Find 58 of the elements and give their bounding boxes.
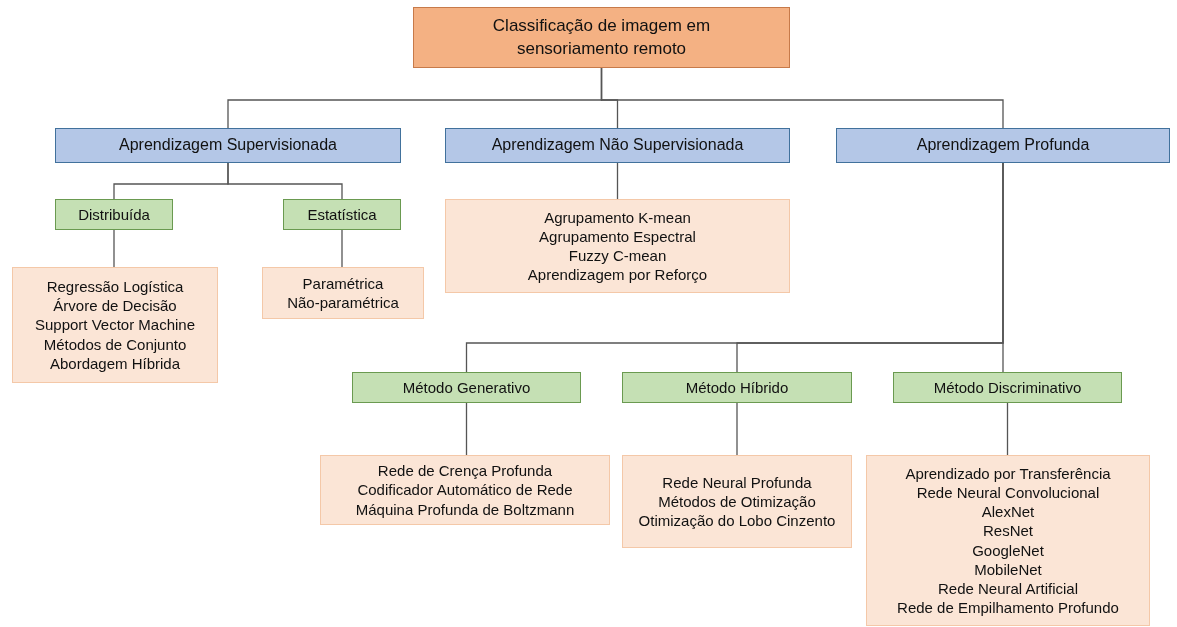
list-item: Máquina Profunda de Boltzmann (355, 499, 575, 519)
method-list-box (12, 267, 218, 383)
list-item: Abordagem Híbrida (49, 353, 181, 373)
method-list-box (320, 455, 610, 525)
list-item: Rede de Empilhamento Profundo (897, 597, 1119, 617)
connector-line (227, 162, 343, 200)
list-item: Rede Neural Profunda (662, 472, 812, 492)
category-box (55, 128, 401, 163)
category-box (836, 128, 1170, 163)
list-item: Support Vector Machine (34, 315, 196, 335)
node-label: Classificação de imagem em sensoriamento remoto (491, 15, 712, 60)
list-item: GoogleNet (972, 540, 1044, 560)
method-list-box (866, 455, 1150, 626)
connector-line (1006, 402, 1009, 456)
node-label: Aprendizagem Supervisionada (119, 135, 337, 156)
connector-line (341, 229, 343, 268)
list-item: Codificador Automático de Rede (357, 480, 573, 500)
list-item: Não-paramétrica (287, 293, 399, 313)
category-box (445, 128, 790, 163)
node-label: Método Discriminativo (933, 377, 1082, 398)
node-label: Aprendizagem Profunda (916, 135, 1090, 156)
list-item: Árvore de Decisão (53, 296, 177, 316)
connector-line (1002, 162, 1004, 373)
subcategory-box (893, 372, 1122, 403)
list-item: Fuzzy C-mean (568, 246, 667, 266)
connector-line (616, 162, 619, 200)
subcategory-box (55, 199, 173, 230)
node-label: Método Generativo (402, 377, 531, 398)
list-item: Regressão Logística (46, 277, 184, 297)
connector-line (736, 402, 738, 456)
title-box (413, 7, 790, 68)
connector-line (465, 402, 468, 456)
list-item: MobileNet (974, 559, 1042, 579)
list-item: Agrupamento K-mean (544, 207, 691, 227)
list-item: ResNet (983, 521, 1033, 541)
node-label: Aprendizagem Não Supervisionada (491, 135, 744, 156)
subcategory-box (352, 372, 581, 403)
list-item: Aprendizado por Transferência (905, 464, 1111, 484)
connector-line (113, 229, 115, 268)
list-item: Métodos de Otimização (658, 491, 816, 511)
node-label: Distribuída (78, 204, 150, 225)
list-item: Agrupamento Espectral (539, 226, 696, 246)
method-list-box (622, 455, 852, 548)
list-item: Paramétrica (302, 273, 384, 293)
subcategory-box (283, 199, 401, 230)
list-item: Aprendizagem por Reforço (527, 265, 708, 285)
connector-line (600, 67, 1004, 129)
node-label: Estatística (307, 204, 377, 225)
list-item: Rede de Crença Profunda (377, 461, 553, 481)
list-item: Métodos de Conjunto (43, 334, 187, 354)
node-label: Método Híbrido (685, 377, 789, 398)
method-list-box (445, 199, 790, 293)
list-item: Rede Neural Artificial (937, 578, 1079, 598)
list-item: AlexNet (981, 502, 1035, 522)
subcategory-box (622, 372, 852, 403)
list-item: Rede Neural Convolucional (916, 483, 1100, 503)
method-list-box (262, 267, 424, 319)
list-item: Otimização do Lobo Cinzento (638, 511, 836, 531)
